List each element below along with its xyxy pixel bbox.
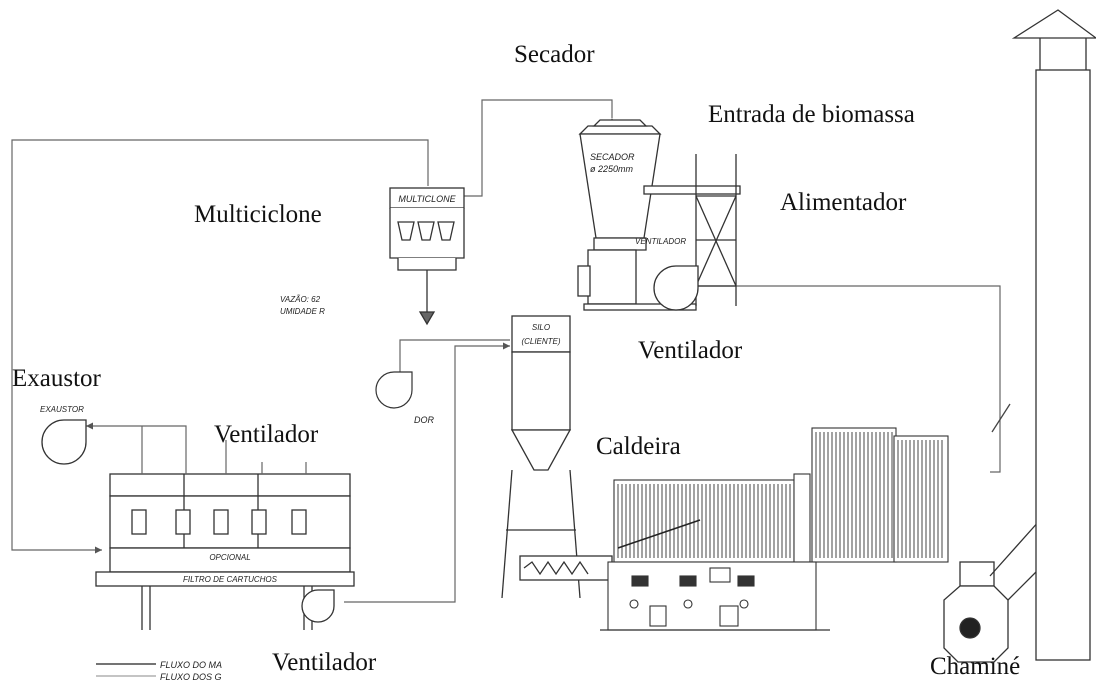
label-caldeira: Caldeira	[596, 433, 681, 460]
multiciclone-unit: MULTICLONE	[389, 187, 465, 326]
label-exaustor: Exaustor	[12, 365, 101, 392]
exaustor-unit: EXAUSTOR	[40, 405, 87, 465]
ventilador-fan-small: DOR	[375, 371, 435, 425]
label-ventilador-mid: Ventilador	[214, 421, 319, 448]
vazao-text: VAZÃO: 62	[280, 295, 321, 304]
silo-text-1: SILO	[532, 323, 550, 332]
label-entrada-biomassa: Entrada de biomassa	[708, 101, 915, 128]
alimentador-unit: VENTILADOR	[635, 154, 737, 311]
gas-flow-lines	[11, 99, 1001, 603]
opcional-text: OPCIONAL	[209, 553, 250, 562]
label-alimentador: Alimentador	[780, 189, 907, 216]
chimney-stack	[1011, 9, 1096, 661]
legend-text-2: FLUXO DOS G	[160, 672, 222, 682]
silo-unit: SILO (CLIENTE)	[501, 315, 613, 599]
caldeira-tubes	[617, 432, 943, 558]
umidade-text: UMIDADE R	[280, 307, 325, 316]
exaustor-drawing-text: EXAUSTOR	[40, 405, 84, 414]
label-multiciclone: Multiciclone	[194, 201, 322, 228]
secador-dim-text: ø 2250mm	[590, 164, 634, 174]
filtro-cartuchos: OPCIONAL FILTRO DE CARTUCHOS	[95, 473, 355, 630]
secador-text: SECADOR	[590, 152, 635, 162]
legend: FLUXO DO MA FLUXO DOS G	[96, 660, 222, 682]
dor-text: DOR	[414, 415, 435, 425]
label-secador: Secador	[514, 41, 595, 68]
label-ventilador-top: Ventilador	[638, 337, 743, 364]
label-ventilador-bottom: Ventilador	[272, 649, 377, 676]
secador-unit: SECADOR ø 2250mm	[577, 119, 741, 311]
multiclone-text: MULTICLONE	[398, 194, 456, 204]
chamine-fan	[943, 403, 1041, 663]
filtro-text: FILTRO DE CARTUCHOS	[183, 575, 278, 584]
legend-text-1: FLUXO DO MA	[160, 660, 222, 670]
filter-risers	[141, 440, 307, 474]
ventilador-drawing-text: VENTILADOR	[635, 237, 686, 246]
caldeira-unit	[607, 427, 949, 631]
label-chamine: Chaminé	[930, 653, 1021, 680]
silo-text-2: (CLIENTE)	[521, 337, 560, 346]
